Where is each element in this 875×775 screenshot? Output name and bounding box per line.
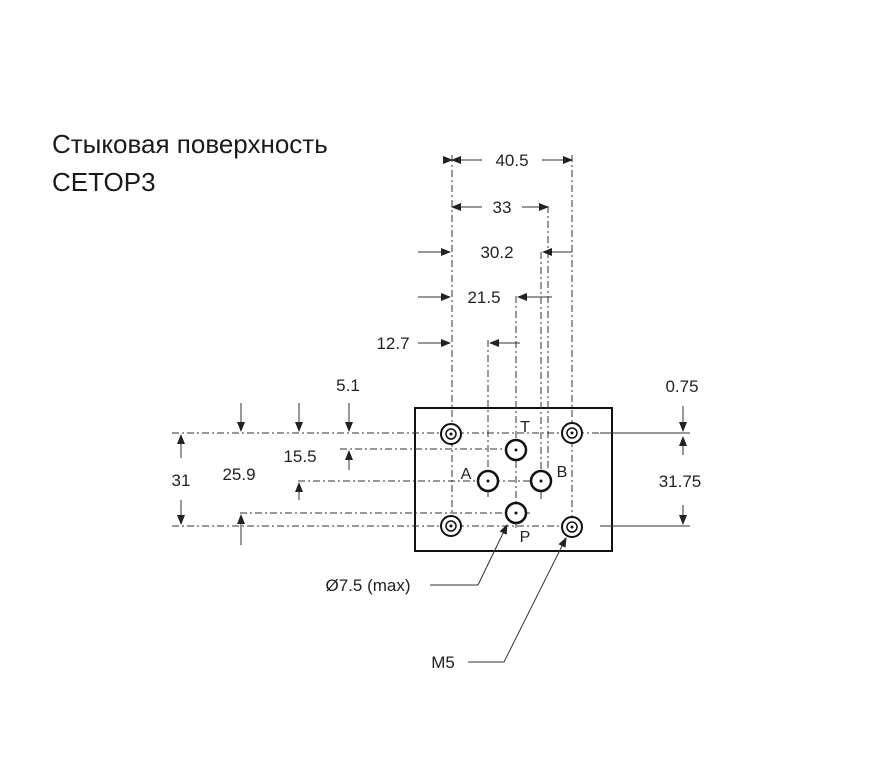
label-25-9: 25.9 (222, 465, 255, 484)
label-33: 33 (493, 198, 512, 217)
dimension-31-75: 31.75 (659, 472, 702, 525)
dimension-33: 33 (451, 198, 549, 217)
callout-thread: M5 (431, 537, 567, 672)
screw-hole-top-left (440, 423, 462, 445)
label-30-2: 30.2 (480, 243, 513, 262)
mounting-holes (440, 422, 583, 538)
screw-hole-top-right (561, 422, 583, 444)
callout-port-diameter: Ø7.5 (max) (325, 524, 508, 595)
label-31: 31 (172, 471, 191, 490)
ports: T A B P (461, 419, 568, 546)
plate-outline (414, 407, 613, 552)
label-thread: M5 (431, 653, 455, 672)
port-a-label: A (461, 466, 472, 483)
screw-hole-bottom-right (561, 516, 583, 538)
title-line-1: Стыковая поверхность (52, 129, 328, 159)
label-31-75: 31.75 (659, 472, 702, 491)
diagram-title: Стыковая поверхность CETOP3 (52, 125, 328, 201)
dimension-0-75: 0.75 (665, 377, 699, 455)
label-15-5: 15.5 (283, 447, 316, 466)
dimension-25-9: 25.9 (222, 403, 256, 545)
dimension-12-7: 12.7 (376, 334, 520, 353)
label-port-diameter: Ø7.5 (max) (325, 576, 410, 595)
dimension-21-5: 21.5 (418, 288, 552, 307)
label-40-5: 40.5 (495, 151, 528, 170)
label-21-5: 21.5 (467, 288, 500, 307)
dimension-30-2: 30.2 (418, 243, 572, 262)
title-line-2: CETOP3 (52, 167, 156, 197)
port-b-label: B (557, 464, 568, 481)
dimension-40-5: 40.5 (443, 151, 573, 170)
dimension-31: 31 (172, 434, 191, 525)
label-5-1: 5.1 (336, 376, 360, 395)
screw-hole-bottom-left (440, 515, 462, 537)
label-0-75: 0.75 (665, 377, 698, 396)
port-t-label: T (520, 419, 530, 436)
dimension-15-5: 15.5 (283, 403, 317, 500)
port-p-label: P (520, 529, 531, 546)
dimension-5-1: 5.1 (336, 376, 360, 470)
label-12-7: 12.7 (376, 334, 409, 353)
